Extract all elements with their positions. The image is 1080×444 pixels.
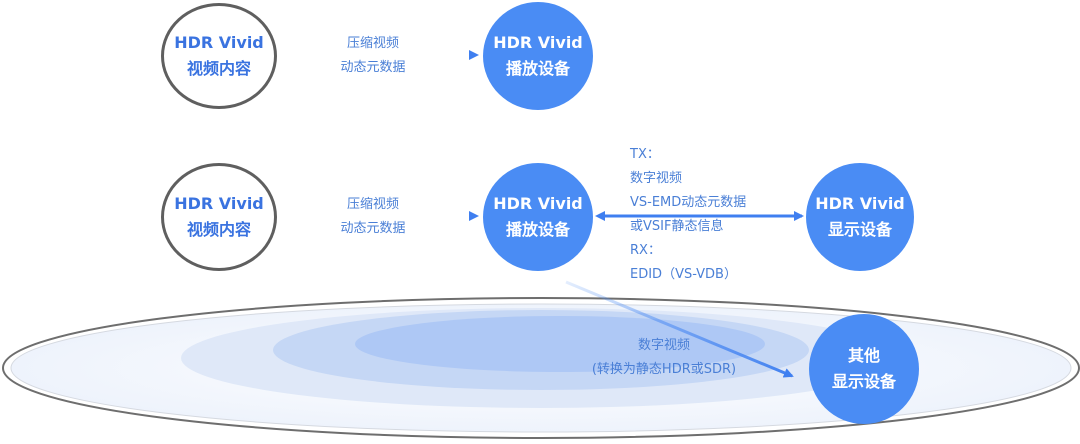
ellipse-plane <box>2 297 1080 439</box>
display-node-hdr-title: HDR Vivid <box>815 194 905 213</box>
link-label: TX： 数字视频 VS-EMD动态元数据 或VSIF静态信息 RX： EDID（… <box>630 143 746 287</box>
diagonal-arrow-label-line2: (转换为静态HDR或SDR) <box>591 362 737 377</box>
player-node-row2-subtitle: 播放设备 <box>505 220 570 239</box>
player-node-row1: HDR Vivid 播放设备 <box>483 2 593 110</box>
diagonal-arrow-label-line1: 数字视频 <box>637 338 690 353</box>
source-node-row2-subtitle: 视频内容 <box>186 220 251 239</box>
display-node-hdr-subtitle: 显示设备 <box>827 220 892 239</box>
display-node-other-title: 其他 <box>847 346 880 365</box>
source-node-row1-subtitle: 视频内容 <box>186 59 251 78</box>
arrow-row2-label-line2: 动态元数据 <box>340 221 406 236</box>
arrow-diagonal <box>565 280 794 378</box>
link-label-tx: TX： <box>630 147 660 162</box>
link-label-vs-emd: VS-EMD动态元数据 <box>630 195 747 210</box>
player-node-row2: HDR Vivid 播放设备 <box>483 163 593 271</box>
source-node-row2: HDR Vivid 视频内容 <box>161 163 277 271</box>
source-node-row1-title: HDR Vivid <box>174 33 264 52</box>
player-node-row1-subtitle: 播放设备 <box>505 59 570 78</box>
arrow-row1-label-line1: 压缩视频 <box>346 36 399 51</box>
diagonal-arrow-label: 数字视频 (转换为静态HDR或SDR) <box>566 334 762 382</box>
link-label-digital-video: 数字视频 <box>630 171 683 186</box>
player-node-row1-title: HDR Vivid <box>493 33 583 52</box>
display-node-hdr: HDR Vivid 显示设备 <box>806 163 914 271</box>
arrow-row1-label: 压缩视频 动态元数据 <box>318 32 428 80</box>
player-node-row2-title: HDR Vivid <box>493 194 583 213</box>
source-node-row2-title: HDR Vivid <box>174 194 264 213</box>
link-label-vsif: 或VSIF静态信息 <box>630 219 724 234</box>
link-label-edid: EDID（VS-VDB） <box>630 267 737 282</box>
arrow-row2-label-line1: 压缩视频 <box>346 197 399 212</box>
display-node-other: 其他 显示设备 <box>809 314 919 424</box>
link-label-rx: RX： <box>630 243 661 258</box>
arrow-row2-label: 压缩视频 动态元数据 <box>318 193 428 241</box>
source-node-row1: HDR Vivid 视频内容 <box>161 3 277 109</box>
arrow-row1-label-line2: 动态元数据 <box>340 60 406 75</box>
display-node-other-subtitle: 显示设备 <box>831 372 896 391</box>
